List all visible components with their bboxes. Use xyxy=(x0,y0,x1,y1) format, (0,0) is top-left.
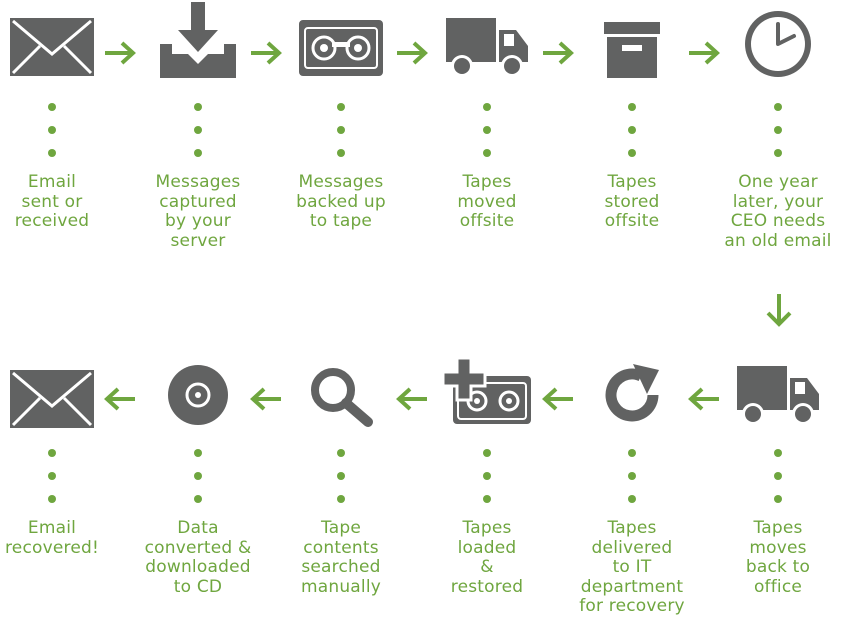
connector-dots xyxy=(46,449,58,518)
step-label: Data converted & downloaded to CD xyxy=(144,518,252,597)
connector-dots xyxy=(46,103,58,172)
arrow-right-icon xyxy=(105,41,136,65)
step-label: Tapes delivered to IT department for rec… xyxy=(579,518,685,616)
connector-dots xyxy=(335,103,347,172)
step-label: Tapes stored offsite xyxy=(604,172,660,231)
connector-dots xyxy=(772,103,784,172)
cd-disc-icon xyxy=(128,364,268,428)
arrow-right-icon xyxy=(251,41,282,65)
magnifier-icon xyxy=(271,366,411,430)
clock-icon xyxy=(708,10,848,77)
tape-cassette-icon xyxy=(271,20,411,84)
envelope-icon xyxy=(0,18,122,82)
connector-dots xyxy=(192,449,204,518)
inbox-download-icon xyxy=(128,2,268,78)
arrow-left-icon xyxy=(542,387,573,411)
step-label: Tapes moves back to office xyxy=(745,518,811,597)
arrow-left-icon xyxy=(396,387,427,411)
connector-dots xyxy=(481,449,493,518)
archive-box-icon xyxy=(562,22,702,86)
truck-icon xyxy=(708,366,848,430)
step-label: Email sent or received xyxy=(14,172,90,231)
step-label: Tapes loaded & restored xyxy=(450,518,524,597)
truck-icon xyxy=(417,18,557,82)
arrow-left-icon xyxy=(104,387,135,411)
step-label: Email recovered! xyxy=(4,518,100,558)
envelope-icon xyxy=(0,370,122,434)
step-label: One year later, your CEO needs an old em… xyxy=(724,172,832,251)
connector-dots xyxy=(772,449,784,518)
step-label: Tapes moved offsite xyxy=(457,172,517,231)
step-label: Messages captured by your server xyxy=(155,172,241,251)
refresh-icon xyxy=(562,364,702,428)
tape-restore-icon xyxy=(417,358,557,424)
connector-dots xyxy=(192,103,204,172)
connector-dots xyxy=(335,449,347,518)
arrow-right-icon xyxy=(397,41,428,65)
connector-dots xyxy=(626,103,638,172)
arrow-right-icon xyxy=(543,41,574,65)
connector-dots xyxy=(626,449,638,518)
arrow-left-icon xyxy=(250,387,281,411)
step-label: Tape contents searched manually xyxy=(300,518,382,597)
arrow-down-icon xyxy=(766,294,792,327)
step-label: Messages backed up to tape xyxy=(296,172,386,231)
connector-dots xyxy=(481,103,493,172)
arrow-left-icon xyxy=(688,387,719,411)
arrow-right-icon xyxy=(689,41,720,65)
